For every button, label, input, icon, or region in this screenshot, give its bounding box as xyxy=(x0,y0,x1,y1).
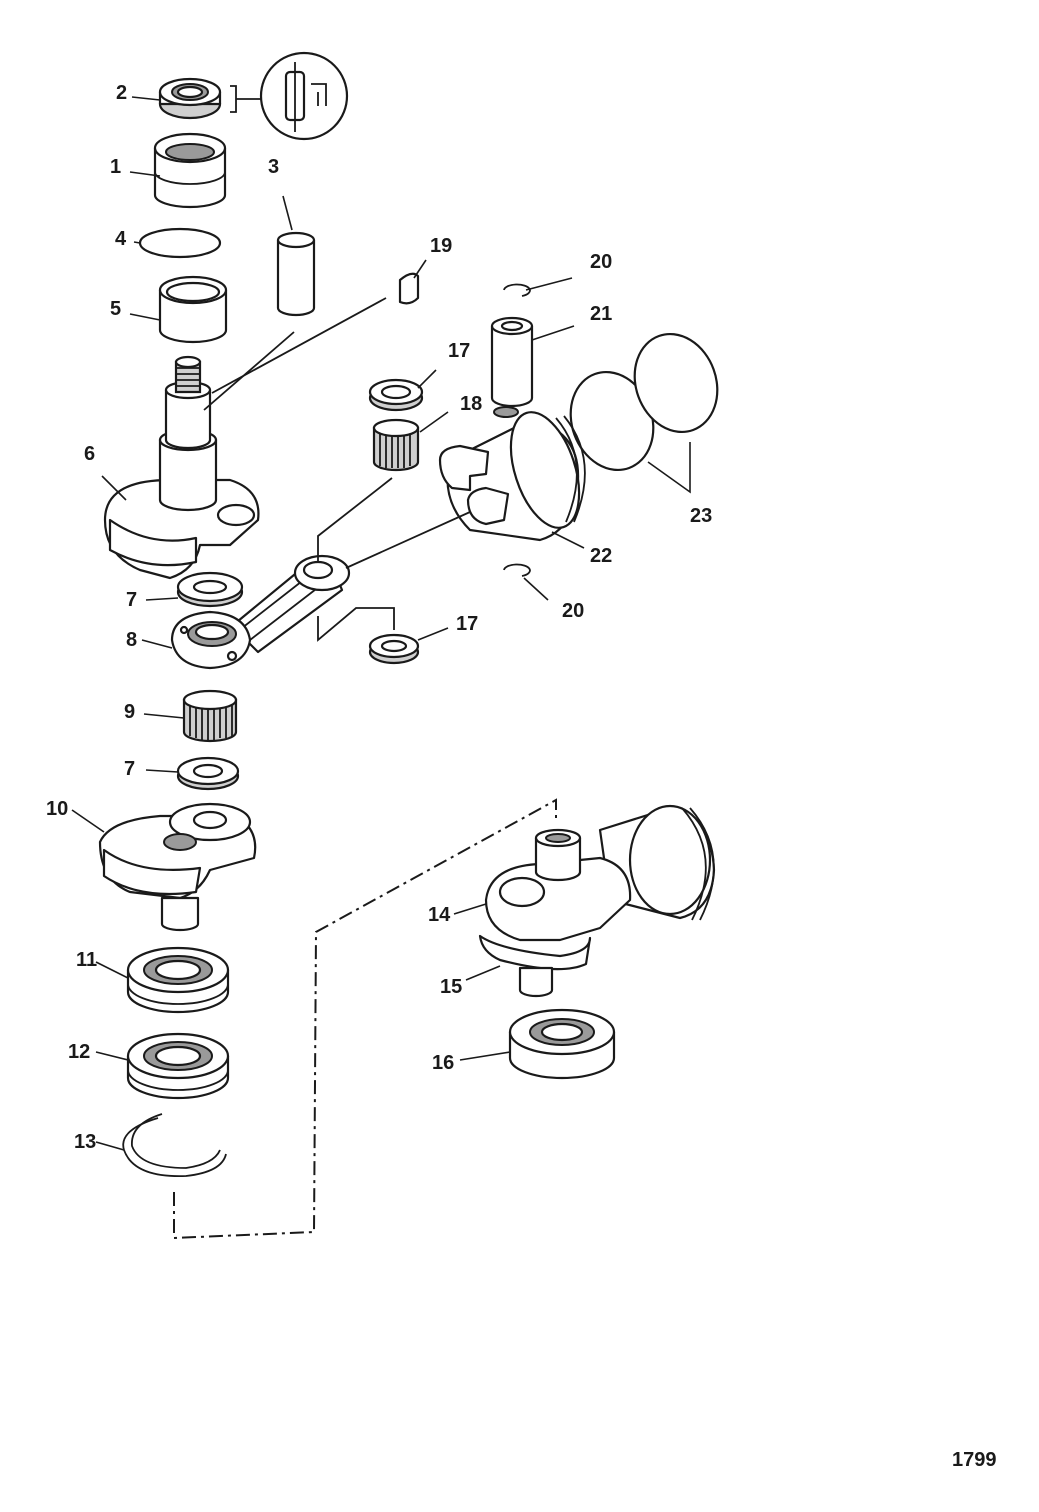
part-1-bushing xyxy=(153,132,227,209)
part-3-dowel-pin xyxy=(276,231,316,317)
part-12-bearing-seal xyxy=(126,1032,230,1100)
callout-14: 14 xyxy=(428,904,451,926)
callout-20-upper: 20 xyxy=(590,251,612,273)
part-15-crank-web xyxy=(478,934,592,998)
part-14-assembled-crank-piston xyxy=(484,804,716,942)
part-13-retaining-ring xyxy=(122,1113,227,1177)
callout-17-upper: 17 xyxy=(448,340,470,362)
part-19-woodruff-key xyxy=(398,272,420,305)
part-7-thrust-washer-lower xyxy=(176,756,240,791)
callout-21: 21 xyxy=(590,303,612,325)
callout-1: 1 xyxy=(110,156,121,178)
callout-7-upper: 7 xyxy=(126,589,137,611)
part-21-piston-pin xyxy=(490,316,534,408)
part-23-piston-rings xyxy=(569,332,719,472)
figure-number: 1799 xyxy=(952,1449,997,1471)
rod-upper-alignment-line xyxy=(317,477,393,562)
callout-5: 5 xyxy=(110,298,121,320)
callout-18: 18 xyxy=(460,393,482,415)
callout-22: 22 xyxy=(590,545,612,567)
part-22-piston xyxy=(438,406,586,542)
part-17-thrust-washer-lower xyxy=(368,633,420,665)
callout-16: 16 xyxy=(432,1052,454,1074)
part-20-retaining-clip-lower xyxy=(503,563,531,577)
part-8-connecting-rod xyxy=(170,554,351,670)
part-6-upper-crankshaft xyxy=(103,355,260,580)
callout-12: 12 xyxy=(68,1041,90,1063)
callout-6: 6 xyxy=(84,443,95,465)
part-2-oil-seal xyxy=(158,77,222,120)
callout-13: 13 xyxy=(74,1131,96,1153)
part-20-retaining-clip-upper xyxy=(503,283,531,297)
callout-9: 9 xyxy=(124,701,135,723)
part-11-ball-bearing xyxy=(126,946,230,1014)
part-7-thrust-washer-upper xyxy=(176,571,244,608)
callout-3: 3 xyxy=(268,156,279,178)
part-5-sleeve xyxy=(158,275,228,344)
callout-17-lower: 17 xyxy=(456,613,478,635)
rod-lower-alignment-line xyxy=(317,607,395,642)
callout-7-lower: 7 xyxy=(124,758,135,780)
part-18-needle-bearing xyxy=(372,418,420,472)
callout-4: 4 xyxy=(115,228,127,250)
callout-23: 23 xyxy=(690,505,712,527)
callout-19: 19 xyxy=(430,235,452,257)
part-9-crankpin-needle-bearing xyxy=(182,689,238,743)
callout-15: 15 xyxy=(440,976,462,998)
part-16-lower-ball-bearing xyxy=(508,1008,616,1080)
callout-11: 11 xyxy=(76,949,97,971)
part-17-thrust-washer-upper xyxy=(368,378,424,412)
callout-2: 2 xyxy=(116,82,127,104)
seal-detail-bracket xyxy=(230,85,262,113)
callout-10: 10 xyxy=(46,798,68,820)
part-4-o-ring xyxy=(138,227,222,259)
callout-8: 8 xyxy=(126,629,137,651)
callout-20-lower: 20 xyxy=(562,600,584,622)
pin-alignment-line xyxy=(203,331,295,411)
callout-leader-lines xyxy=(71,96,691,1151)
seal-detail-bubble xyxy=(259,51,349,141)
rod-piston-alignment-line xyxy=(345,511,471,569)
part-10-lower-crankshaft xyxy=(98,802,257,932)
assembly-reference-line xyxy=(173,798,557,1240)
